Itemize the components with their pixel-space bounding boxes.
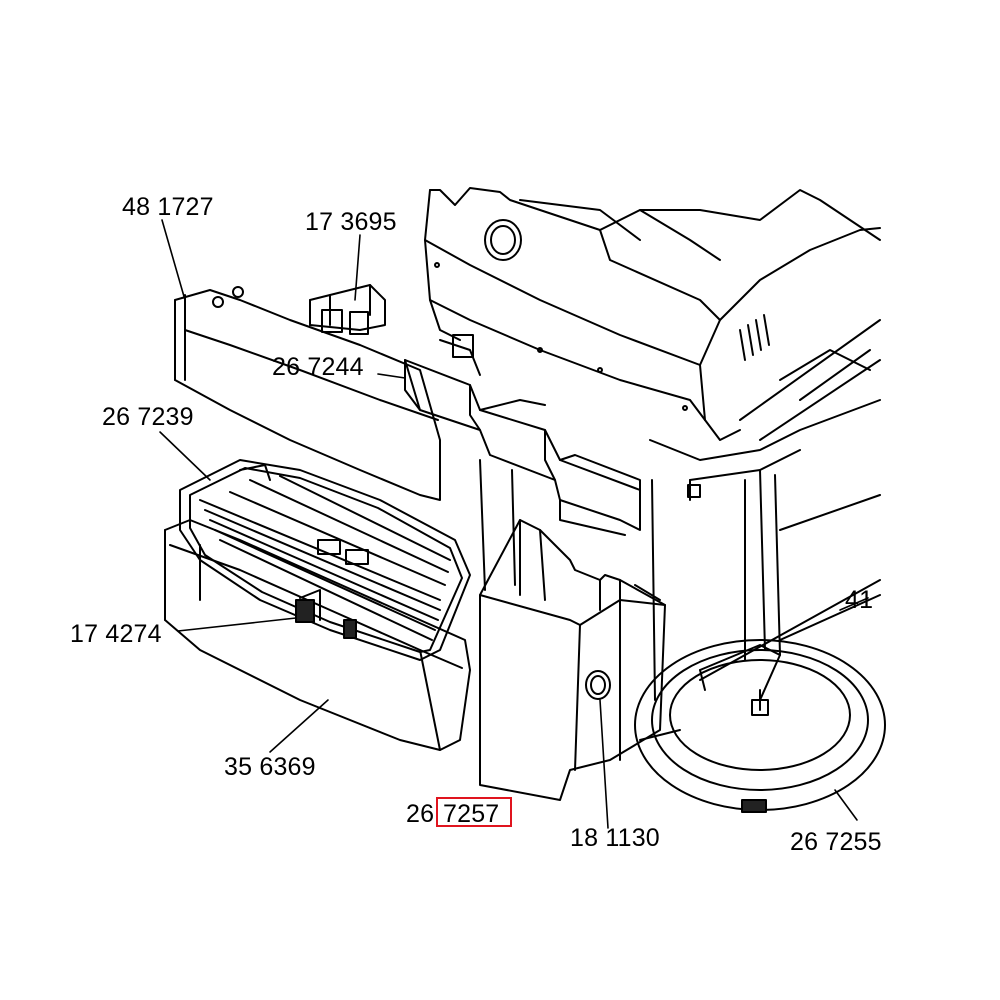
- label-18-1130: 18 1130: [570, 824, 660, 852]
- machine-body: [424, 187, 881, 701]
- cover-26-7257: [479, 519, 666, 801]
- switch-17-3695: [309, 284, 386, 335]
- label-26-7239: 26 7239: [102, 403, 194, 431]
- label-26-7257-prefix: 26: [406, 800, 435, 828]
- label-17-3695: 17 3695: [305, 208, 397, 236]
- label-26-7244: 26 7244: [272, 353, 364, 381]
- label-41: 41: [845, 588, 874, 613]
- label-26-7255: 26 7255: [790, 830, 882, 855]
- leader-lines: [159, 219, 869, 829]
- bracket-26-7244: [404, 334, 641, 536]
- drip-grid-26-7239: [179, 459, 471, 661]
- label-48-1727: 48 1727: [122, 193, 214, 221]
- label-35-6369: 35 6369: [224, 753, 316, 781]
- label-26-7257-highlighted: 7257: [443, 800, 500, 828]
- highlight-box: [436, 797, 512, 827]
- drip-tray-35-6369: [164, 519, 471, 751]
- panel-48-1727: [174, 286, 441, 501]
- base-plate-26-7255: [634, 579, 886, 813]
- label-17-4274: 17 4274: [70, 620, 162, 648]
